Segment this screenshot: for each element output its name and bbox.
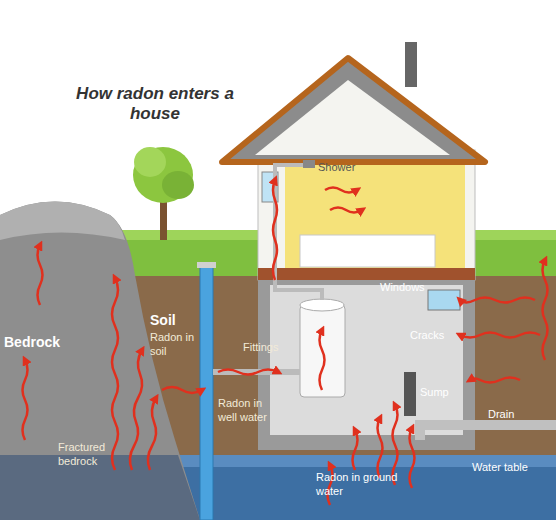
radon-arrow bbox=[410, 428, 415, 488]
part-label: Radon in well water bbox=[218, 396, 278, 424]
part-label: Fractured bedrock bbox=[58, 440, 118, 468]
water-heater-top bbox=[300, 299, 344, 311]
radon-arrow bbox=[330, 208, 362, 213]
basement-window bbox=[428, 290, 460, 310]
radon-arrow bbox=[112, 278, 118, 470]
bedrock-submerged bbox=[0, 455, 200, 520]
radon-arrow bbox=[470, 378, 520, 383]
radon-arrow bbox=[273, 180, 277, 280]
radon-arrow bbox=[378, 418, 383, 478]
water-heater bbox=[300, 305, 345, 397]
well-pipe bbox=[200, 265, 213, 520]
radon-arrow bbox=[320, 330, 325, 390]
shower-pipe bbox=[275, 165, 322, 300]
bedrock bbox=[0, 202, 200, 520]
part-label: Radon in ground water bbox=[316, 470, 406, 498]
shower-head bbox=[303, 160, 315, 168]
chimney bbox=[405, 42, 417, 87]
radon-arrow bbox=[353, 430, 358, 470]
tree-crown bbox=[162, 171, 194, 199]
radon-arrows bbox=[23, 180, 548, 505]
radon-arrow bbox=[460, 333, 540, 338]
house-wall bbox=[258, 150, 475, 280]
radon-arrow bbox=[543, 260, 548, 360]
bathroom-interior bbox=[285, 160, 465, 270]
part-label: Soil bbox=[150, 312, 200, 329]
part-label: Sump bbox=[420, 385, 470, 399]
part-label: Water table bbox=[472, 460, 552, 474]
part-label: Radon in soil bbox=[150, 330, 200, 358]
floor bbox=[258, 268, 475, 280]
radon-arrow bbox=[148, 398, 156, 470]
radon-arrow bbox=[38, 245, 43, 305]
well-cap bbox=[197, 262, 216, 268]
part-label: Shower bbox=[318, 160, 378, 174]
basement-interior bbox=[270, 285, 463, 435]
radon-arrow bbox=[218, 370, 278, 375]
part-label: Windows bbox=[380, 280, 440, 294]
roof bbox=[222, 58, 485, 162]
drain-pipe bbox=[420, 425, 556, 440]
tree-crown bbox=[134, 147, 166, 177]
part-label: Drain bbox=[488, 407, 538, 421]
radon-arrow bbox=[325, 188, 357, 193]
part-label: Cracks bbox=[410, 328, 470, 342]
radon-arrow bbox=[162, 387, 202, 393]
supply-pipe bbox=[213, 369, 300, 375]
part-label: Fittings bbox=[243, 340, 303, 354]
part-label: Bedrock bbox=[4, 334, 84, 351]
attic bbox=[255, 80, 450, 155]
sump-pit bbox=[404, 372, 416, 416]
radon-arrow bbox=[23, 360, 28, 440]
radon-arrow bbox=[130, 350, 142, 470]
bedrock-top bbox=[0, 202, 125, 241]
bathtub bbox=[300, 235, 435, 267]
radon-arrow bbox=[460, 298, 535, 303]
diagram-title: How radon enters a house bbox=[70, 84, 240, 124]
tree-crown bbox=[133, 147, 193, 203]
